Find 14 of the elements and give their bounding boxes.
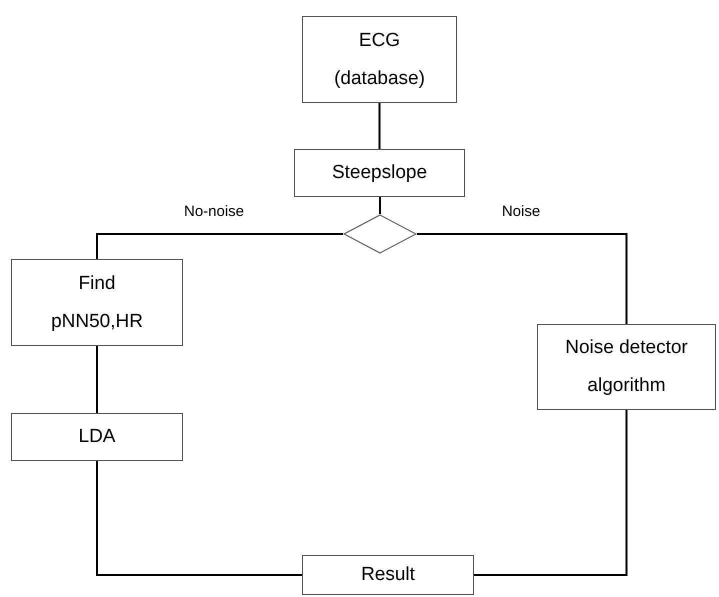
process-box: ECG (database): [302, 16, 457, 103]
process-box: Steepslope: [294, 149, 465, 197]
connector-line: [379, 197, 381, 214]
process-box: Noise detector algorithm: [537, 324, 716, 410]
decision-diamond: [343, 214, 417, 254]
process-box: Find pNN50,HR: [11, 259, 183, 346]
process-box: Result: [302, 555, 474, 595]
connector-line: [96, 346, 98, 413]
connector-line: [96, 233, 343, 259]
process-box: LDA: [11, 413, 183, 461]
connector-line: [378, 103, 380, 149]
connector-line: [474, 410, 628, 576]
connector-line: [417, 233, 628, 324]
connector-line: [96, 461, 302, 576]
